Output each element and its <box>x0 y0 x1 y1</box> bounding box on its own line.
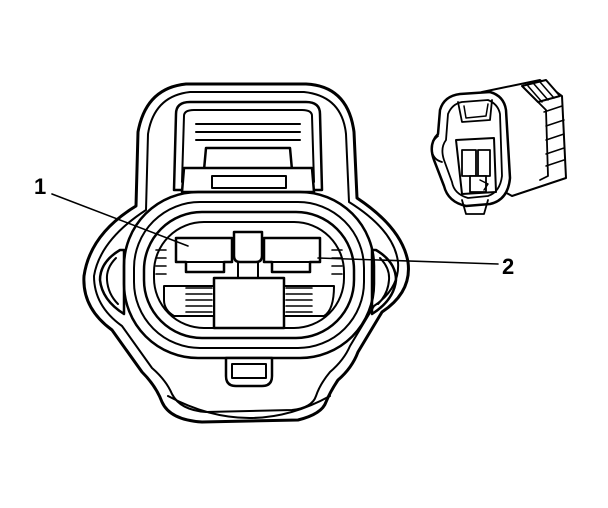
connector-face-view <box>82 82 410 424</box>
iso-terminal-1 <box>461 149 477 177</box>
connector-isometric-view <box>430 79 567 215</box>
left-ear <box>98 248 126 316</box>
terminal-1-contact-lines <box>185 287 213 313</box>
iso-side-panel <box>537 101 549 181</box>
top-latch-housing-inner <box>181 109 315 183</box>
connector-bottom-lip <box>167 395 331 419</box>
terminal-2-body <box>262 236 322 274</box>
terminal-cavity-2 <box>262 236 343 317</box>
right-ear-inner <box>377 257 391 305</box>
seal-ring-middle <box>133 201 365 349</box>
leader-line-2 <box>317 257 499 265</box>
bottom-locating-tab-inner <box>231 363 267 379</box>
iso-center-key <box>469 175 487 193</box>
terminal-2-contact-lines <box>285 287 313 313</box>
callout-label-2: 2 <box>502 254 514 279</box>
terminal-1-left-rib <box>155 249 167 275</box>
iso-inner-detail <box>479 179 489 191</box>
left-ear-inner <box>105 257 119 305</box>
callout-leaders <box>51 193 499 265</box>
latch-ribs <box>195 123 301 141</box>
iso-top-latch-front <box>457 99 493 123</box>
callout-label-1: 1 <box>34 174 46 199</box>
iso-left-ear <box>430 135 443 163</box>
terminal-1-body <box>174 236 234 274</box>
center-divider <box>212 276 286 330</box>
terminal-cavity-1 <box>155 236 234 317</box>
latch-release-notch <box>211 175 287 189</box>
center-divider-step <box>237 261 259 279</box>
iso-top-latch-front-inner <box>463 103 489 119</box>
center-key <box>232 230 264 264</box>
right-ear <box>370 248 398 316</box>
iso-bottom-foot <box>461 199 489 215</box>
leader-line-1 <box>51 193 189 247</box>
iso-side-ridges <box>543 105 565 167</box>
iso-latch-ribs <box>527 81 555 103</box>
iso-terminal-2 <box>477 149 491 177</box>
